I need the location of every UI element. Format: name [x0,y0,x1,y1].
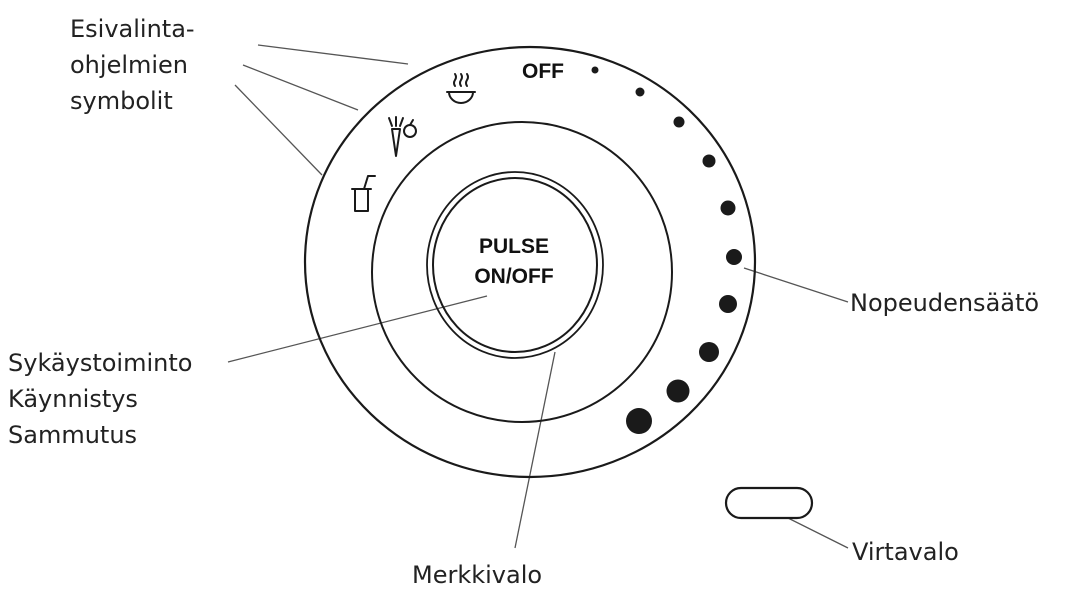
speed-dot-3[interactable] [673,116,685,128]
speed-dots [591,66,742,434]
soup-icon[interactable] [446,73,476,104]
leader-indicator [514,351,556,549]
speed-dot-2[interactable] [635,87,645,97]
speed-dot-7[interactable] [719,295,737,313]
indicator-label: Merkkivalo [412,561,542,589]
speed-dot-4[interactable] [702,154,716,168]
presets-label-line-3: symbolit [70,87,173,115]
leader-preset-2 [242,64,359,111]
control-dial [303,45,757,479]
presets-label-line-1: Esivalinta- [70,15,195,43]
leader-pulse [227,295,488,363]
power-light-label: Virtavalo [852,538,959,566]
presets-label-line-2: ohjelmien [70,51,188,79]
pulse-button-inner-ring[interactable] [432,177,598,353]
pulse-label: PULSE [479,235,549,258]
speed-dot-9[interactable] [666,379,690,403]
pulse-button-outer-ring[interactable] [426,171,604,359]
leader-speed [743,267,849,303]
vegetable-fruit-icon[interactable] [388,116,417,157]
speed-label: Nopeudensäätö [850,289,1039,317]
leader-preset-1 [257,44,409,65]
power-light [724,486,814,520]
leader-preset-3 [234,84,323,176]
speed-dot-1[interactable] [591,66,599,74]
smoothie-cup-icon[interactable] [351,175,376,212]
speed-dot-6[interactable] [726,249,742,265]
pulse-label-line-3: Sammutus [8,421,137,449]
middle-ring [371,121,673,423]
pulse-label-line-1: Sykäystoiminto [8,349,192,377]
speed-dot-8[interactable] [699,342,719,362]
outer-ring [303,45,757,479]
on-off-label: ON/OFF [474,265,553,288]
speed-dot-10[interactable] [626,408,652,434]
speed-dot-5[interactable] [720,200,736,216]
leader-lines [227,44,849,549]
pulse-label-line-2: Käynnistys [8,385,138,413]
off-label[interactable]: OFF [522,60,564,83]
